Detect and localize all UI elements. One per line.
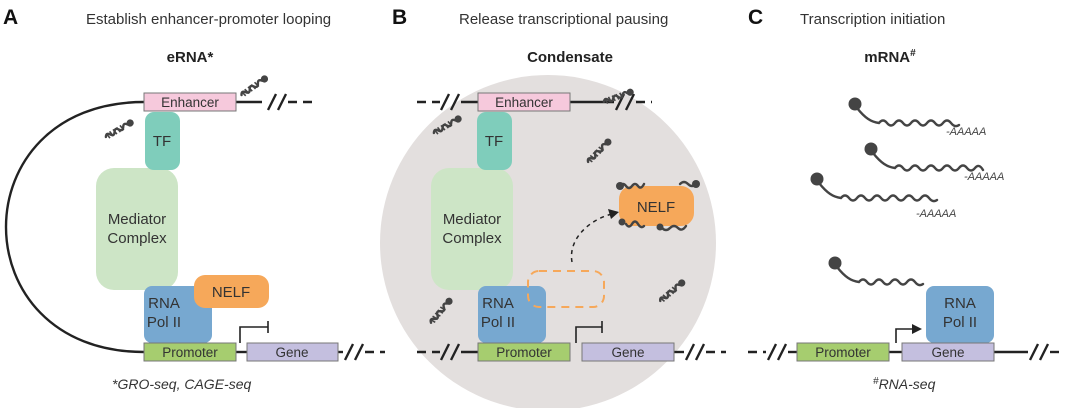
nelf-blob: NELF xyxy=(619,186,694,226)
tf-blob: TF xyxy=(145,112,180,170)
panel-a-letter: A xyxy=(3,6,18,29)
dna-loop xyxy=(5,100,145,354)
panel-a-heading: Establish enhancer-promoter looping xyxy=(86,11,331,28)
rna-strand-icon xyxy=(618,218,646,229)
gene-box: Gene xyxy=(901,342,995,362)
promoter-box: Promoter xyxy=(477,342,571,362)
svg-text:TF: TF xyxy=(485,133,503,150)
panel-c-label: mRNA# xyxy=(864,48,916,66)
svg-text:Mediator: Mediator xyxy=(108,211,166,228)
panel-c-heading: Transcription initiation xyxy=(800,11,945,28)
svg-text:NELF: NELF xyxy=(212,284,250,301)
panel-c: C Transcription initiation mRNA# -AAAAA … xyxy=(748,6,1063,392)
mrna-strand-icon: -AAAAA xyxy=(810,172,956,220)
mediator-complex: Mediator Complex xyxy=(96,168,178,290)
svg-text:Promoter: Promoter xyxy=(162,345,218,360)
svg-text:-AAAAA: -AAAAA xyxy=(946,126,986,138)
gene-box: Gene xyxy=(246,342,339,362)
panel-b-label: Condensate xyxy=(527,49,613,66)
panel-b-heading: Release transcriptional pausing xyxy=(459,11,668,28)
panel-a-label: eRNA* xyxy=(167,49,214,66)
dna-break-icon xyxy=(266,93,288,111)
svg-text:Promoter: Promoter xyxy=(815,345,871,360)
promoter-box: Promoter xyxy=(796,342,890,362)
svg-text:Complex: Complex xyxy=(442,230,502,247)
panel-a-footnote: *GRO-seq, CAGE-seq xyxy=(112,376,251,392)
dna-break-icon xyxy=(439,343,461,361)
enhancer-box: Enhancer xyxy=(477,92,571,112)
erna-strand-icon xyxy=(240,75,269,97)
erna-strand-icon xyxy=(658,279,686,303)
svg-text:Promoter: Promoter xyxy=(496,345,552,360)
enhancer-box: Enhancer xyxy=(143,92,237,112)
svg-text:Enhancer: Enhancer xyxy=(495,95,553,110)
rna-strand-icon xyxy=(656,223,688,232)
panel-c-letter: C xyxy=(748,6,763,29)
svg-text:RNA: RNA xyxy=(944,295,976,312)
svg-text:Pol II: Pol II xyxy=(147,314,181,331)
dna-break-icon xyxy=(439,93,461,111)
mrna-strand-icon xyxy=(828,256,925,287)
erna-strand-icon xyxy=(432,115,462,135)
dna-break-icon xyxy=(1028,343,1050,361)
panel-c-footnote: #RNA-seq xyxy=(873,376,936,392)
mrna-strand-icon: -AAAAA xyxy=(848,97,986,138)
svg-text:Pol II: Pol II xyxy=(481,314,515,331)
paused-start-icon xyxy=(239,321,269,343)
svg-text:TF: TF xyxy=(153,133,171,150)
rna-pol-ii: RNA Pol II xyxy=(926,286,994,343)
svg-text:RNA: RNA xyxy=(148,295,180,312)
dna-break-icon xyxy=(343,343,365,361)
svg-text:Enhancer: Enhancer xyxy=(161,95,219,110)
nelf-blob: NELF xyxy=(194,275,269,308)
erna-strand-icon xyxy=(602,88,634,104)
panel-b-letter: B xyxy=(392,6,407,29)
tf-blob: TF xyxy=(477,112,512,170)
rna-strand-icon xyxy=(678,180,700,188)
dna-break-icon xyxy=(766,343,788,361)
released-nelf-outline xyxy=(527,270,605,308)
paused-start-icon xyxy=(575,321,603,343)
panel-b: B Release transcriptional pausing Conden… xyxy=(380,6,726,408)
svg-text:Mediator: Mediator xyxy=(443,211,501,228)
rna-pol-ii: RNA Pol II xyxy=(478,286,546,343)
svg-text:-AAAAA: -AAAAA xyxy=(964,171,1004,183)
transcription-start-arrow-icon xyxy=(895,324,922,343)
svg-text:NELF: NELF xyxy=(637,199,675,216)
mrna-strand-icon: -AAAAA xyxy=(864,142,1004,183)
svg-text:Gene: Gene xyxy=(275,345,308,360)
condensate-droplet xyxy=(380,75,716,408)
erna-strand-icon xyxy=(586,138,612,164)
svg-text:Gene: Gene xyxy=(931,345,964,360)
svg-text:RNA: RNA xyxy=(482,295,514,312)
svg-text:Complex: Complex xyxy=(107,230,167,247)
erna-strand-icon xyxy=(104,119,134,139)
erna-layer xyxy=(104,75,686,324)
promoter-box: Promoter xyxy=(143,342,237,362)
svg-text:Pol II: Pol II xyxy=(943,314,977,331)
svg-text:-AAAAA: -AAAAA xyxy=(916,208,956,220)
dashed-arrow-icon xyxy=(570,209,619,263)
panel-a: A Establish enhancer-promoter looping eR… xyxy=(3,6,385,392)
dna-break-icon xyxy=(684,343,706,361)
rna-strand-icon xyxy=(616,182,646,190)
erna-strand-icon xyxy=(429,297,453,324)
gene-box: Gene xyxy=(581,342,675,362)
svg-text:Gene: Gene xyxy=(611,345,644,360)
mediator-complex: Mediator Complex xyxy=(431,168,513,290)
